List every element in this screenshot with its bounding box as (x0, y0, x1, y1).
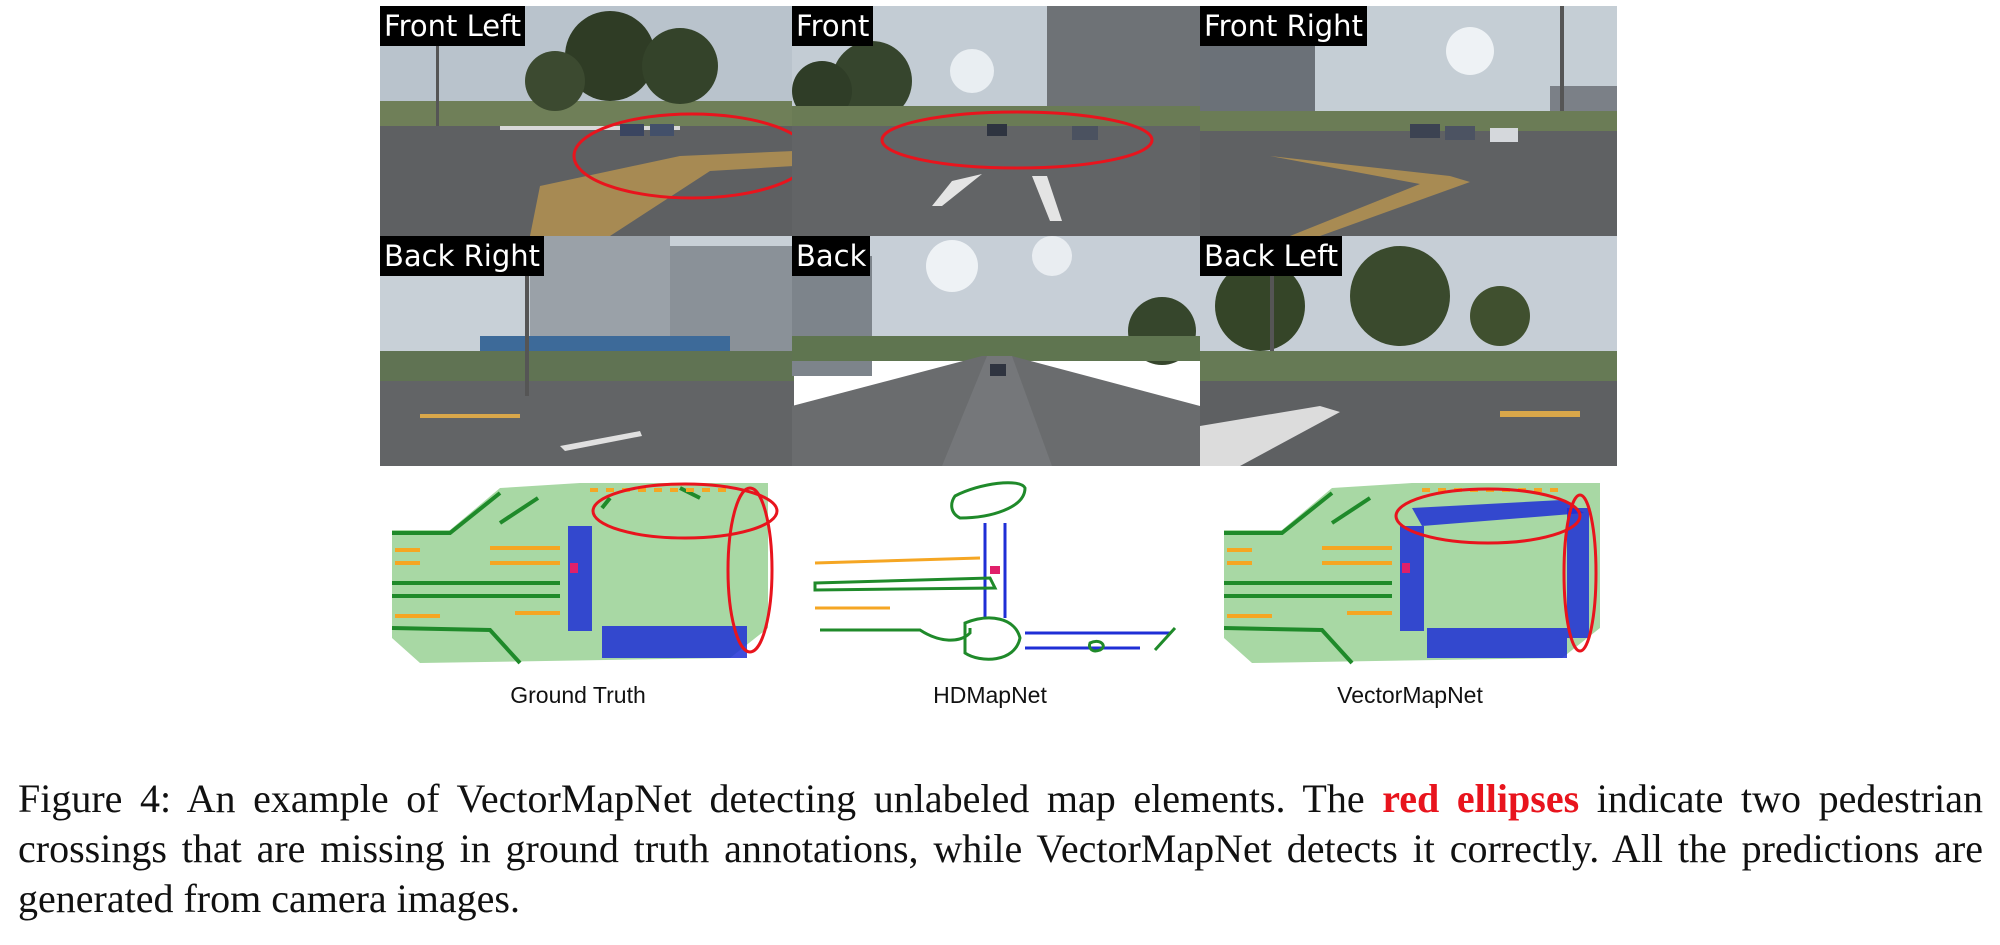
hdmapnet-map (813, 481, 1177, 661)
camera-label: Front Right (1200, 6, 1367, 46)
map-label: HDMapNet (933, 682, 1047, 708)
map-label: Ground Truth (510, 682, 646, 708)
back-left-image (1200, 236, 1617, 466)
vectormapnet-map (1223, 483, 1600, 665)
camera-front-right: Front Right (1200, 6, 1617, 236)
caption-highlight: red ellipses (1382, 776, 1580, 821)
map-label: VectorMapNet (1337, 682, 1483, 708)
caption-text: Figure 4: An example of VectorMapNet det… (18, 776, 1383, 821)
map-hdmapnet: HDMapNet (810, 478, 1190, 708)
back-image (792, 236, 1200, 466)
camera-front: Front (792, 6, 1200, 236)
back-right-image (380, 236, 794, 466)
camera-label: Front (792, 6, 874, 46)
camera-label: Front Left (380, 6, 526, 46)
map-vectormapnet: VectorMapNet (1222, 478, 1618, 708)
camera-label: Back (792, 236, 871, 276)
figure-caption: Figure 4: An example of VectorMapNet det… (18, 774, 1983, 924)
camera-back: Back (792, 236, 1200, 466)
camera-back-right: Back Right (380, 236, 794, 466)
ground-truth-map (391, 482, 779, 665)
camera-label: Back Left (1200, 236, 1343, 276)
camera-back-left: Back Left (1200, 236, 1617, 466)
camera-label: Back Right (380, 236, 544, 276)
caption-text: indicate two pedestrian crossings that a… (18, 776, 1983, 921)
camera-front-left: Front Left (380, 6, 794, 236)
map-ground-truth: Ground Truth (390, 478, 786, 708)
